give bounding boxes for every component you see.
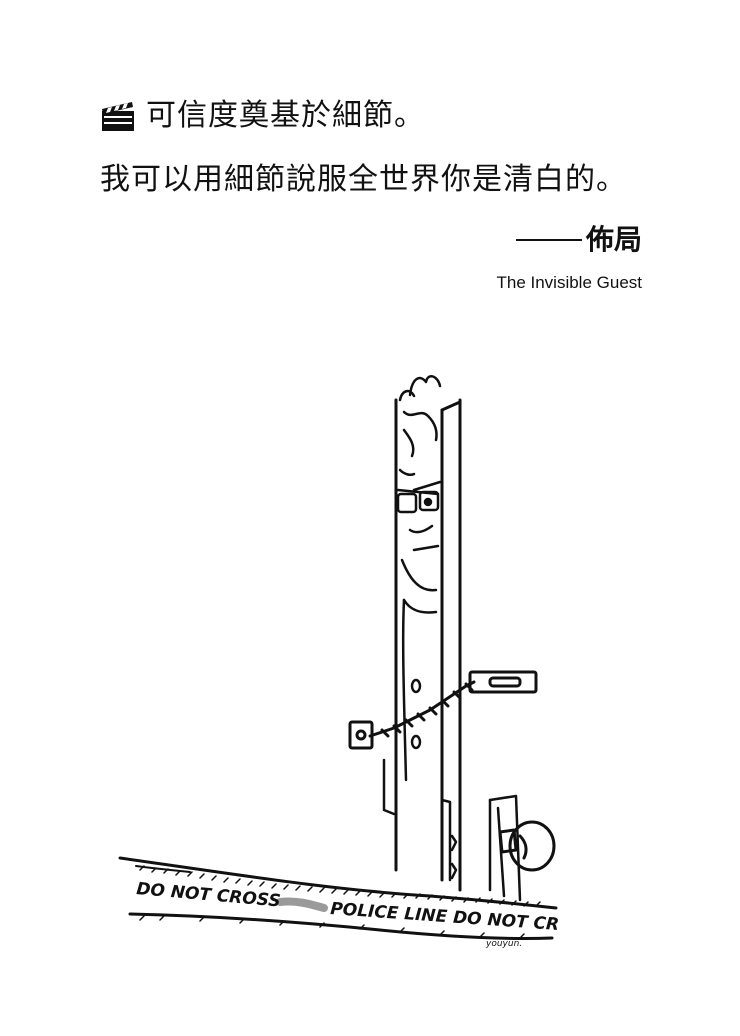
quote-block: 可信度奠基於細節。 我可以用細節說服全世界你是清白的。: [100, 96, 660, 200]
door-knob: [498, 820, 556, 872]
attribution: 佈局: [515, 222, 642, 258]
quote-line-1: 可信度奠基於細節。: [100, 96, 660, 136]
film-clapperboard-icon: [102, 102, 134, 131]
quote-line-2: 我可以用細節說服全世界你是清白的。: [100, 162, 627, 197]
attribution-name: 佈局: [585, 223, 642, 256]
quote-text-1: 可信度奠基於細節。: [146, 98, 425, 133]
man-peeking-figure: [396, 374, 442, 782]
door-frame: [394, 398, 462, 892]
artist-signature: youyun.: [485, 939, 522, 949]
film-english-title: The Invisible Guest: [496, 273, 642, 292]
tape-text-left: DO NOT CROSS: [136, 879, 282, 912]
police-tape: DO NOT CROSS POLICE LINE DO NOT CR: [118, 856, 560, 941]
tape-text-right: POLICE LINE DO NOT CR: [330, 899, 560, 935]
door-lower-details: [382, 758, 522, 902]
door-chain: [348, 670, 538, 750]
attribution-dash: [515, 239, 582, 241]
